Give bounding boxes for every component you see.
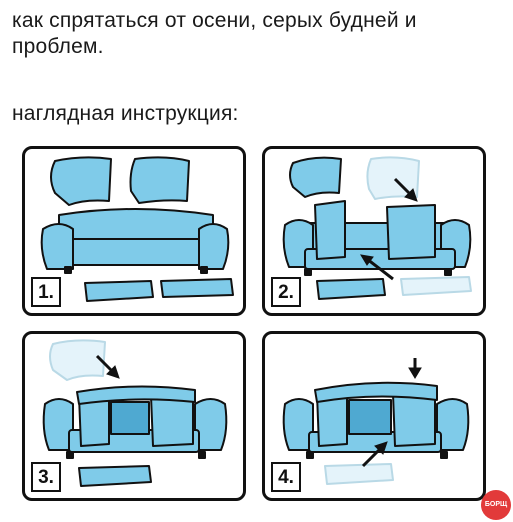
sofa-illustration-2 xyxy=(282,156,472,300)
watermark-logo: БОРЩ xyxy=(481,490,511,520)
sofa-illustration-3 xyxy=(42,339,228,487)
step-number-3: 3. xyxy=(31,462,61,492)
caption-title: как спрятаться от осени, серых будней и … xyxy=(12,9,417,58)
sofa-illustration-4 xyxy=(282,358,470,485)
step-panel-2: 2. xyxy=(262,146,486,316)
step-number-1: 1. xyxy=(31,277,61,307)
step-panel-1: 1. xyxy=(22,146,246,316)
sofa-illustration-1 xyxy=(40,156,234,302)
step-number-4: 4. xyxy=(271,462,301,492)
caption-subtitle: наглядная инструкция: xyxy=(12,102,239,125)
step-panel-3: 3. xyxy=(22,331,246,501)
step-panel-4: 4. xyxy=(262,331,486,501)
step-number-2: 2. xyxy=(271,277,301,307)
